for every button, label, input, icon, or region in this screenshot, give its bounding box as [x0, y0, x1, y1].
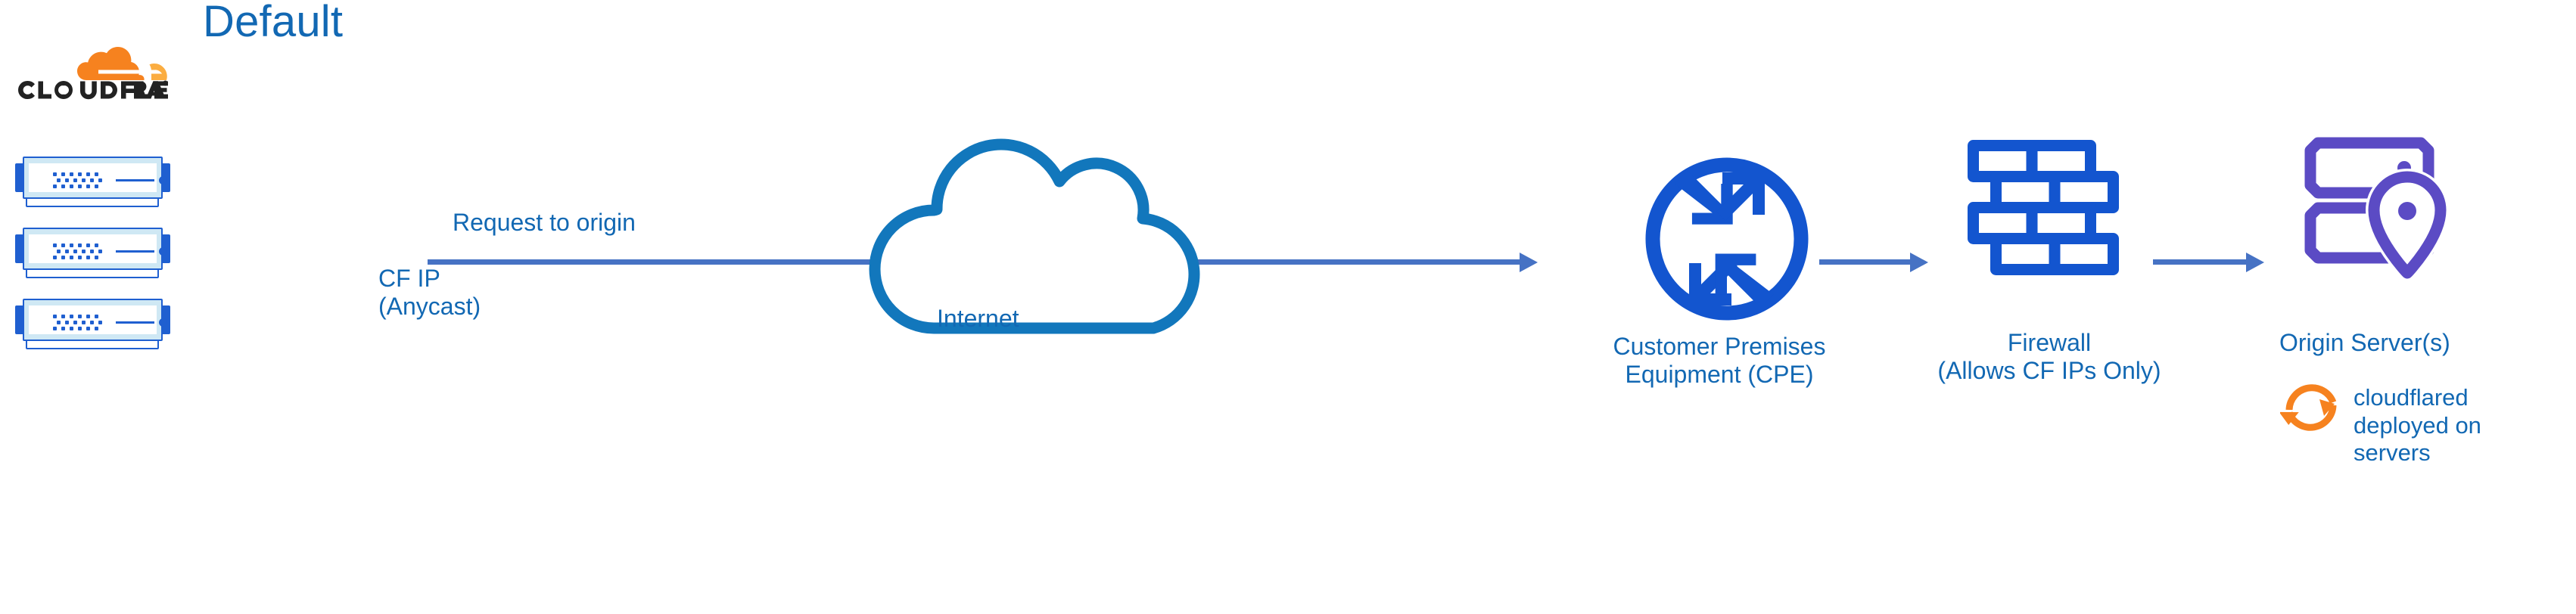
flow-arrow-cpe-to-firewall-line — [1819, 259, 1913, 265]
led-grid-icon — [53, 315, 102, 331]
led-grid-icon — [53, 243, 102, 260]
flow-arrow-firewall-to-origin-head — [2246, 253, 2264, 272]
page-title: Default — [203, 0, 344, 46]
server-appliance-2 — [15, 225, 170, 280]
server-appliance-1 — [15, 154, 170, 209]
node-label-firewall-line1: Firewall — [2007, 329, 2092, 356]
registered-trademark-icon: R — [164, 82, 166, 85]
node-label-firewall: Firewall(Allows CF IPs Only) — [1875, 329, 2223, 385]
power-led-icon — [159, 247, 167, 256]
cloudflare-cloud-icon — [77, 47, 167, 80]
node-label-origin: Origin Server(s) — [2279, 329, 2450, 356]
brick-wall-icon — [1968, 140, 2119, 275]
flow-arrow-cpe-to-firewall-head — [1910, 253, 1928, 272]
label-cf-ip: CF IP(Anycast) — [378, 265, 481, 321]
node-label-cpe-line1: Customer Premises — [1613, 333, 1826, 360]
led-grid-icon — [53, 172, 102, 189]
node-label-firewall-line2: (Allows CF IPs Only) — [1937, 357, 2161, 385]
flow-label-request-to-origin: Request to origin — [453, 209, 636, 236]
flow-arrow-edge-to-cpe-head — [1520, 253, 1538, 272]
label-cf-ip-line2: (Anycast) — [378, 293, 481, 321]
cloudflare-wordmark: R — [17, 80, 168, 100]
node-label-cpe-line2: Equipment (CPE) — [1625, 361, 1814, 389]
cloudflare-logo: R — [17, 47, 168, 104]
server-rack-pin-icon — [2304, 137, 2449, 281]
cloud-icon — [869, 138, 1200, 334]
power-led-icon — [159, 318, 167, 327]
annotation-cloudflared-line1: cloudflared — [2354, 384, 2469, 411]
server-appliance-3 — [15, 296, 170, 351]
router-icon — [1645, 157, 1809, 321]
flow-arrow-firewall-to-origin-line — [2153, 259, 2249, 265]
label-cf-ip-line1: CF IP — [378, 265, 440, 292]
sync-refresh-icon — [2280, 384, 2337, 431]
power-led-icon — [159, 176, 167, 185]
annotation-cloudflared-line2: deployed on — [2354, 411, 2481, 439]
node-label-internet: Internet — [937, 305, 1019, 332]
annotation-cloudflared-line3: servers — [2354, 439, 2431, 467]
